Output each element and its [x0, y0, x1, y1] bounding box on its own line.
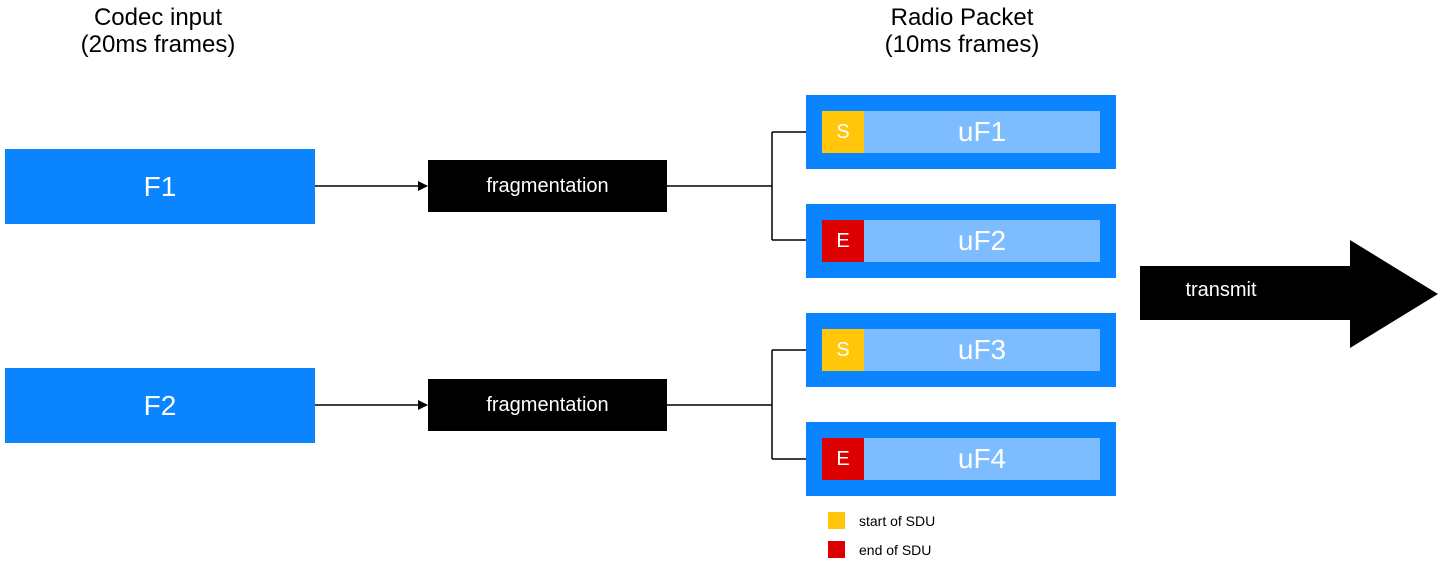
legend-label: end of SDU: [859, 541, 932, 558]
radio-packet-uf2: E uF2: [806, 204, 1116, 278]
packet-payload: E uF2: [822, 220, 1100, 262]
radio-packet-uf3: S uF3: [806, 313, 1116, 387]
start-flag: S: [822, 329, 864, 371]
fragmentation-block-2: fragmentation: [428, 379, 667, 431]
fragmentation-label: fragmentation: [486, 174, 609, 197]
start-flag: S: [822, 111, 864, 153]
codec-frame-f2: F2: [5, 368, 315, 443]
codec-frame-f1: F1: [5, 149, 315, 224]
codec-frame-label: F2: [143, 389, 177, 421]
legend-swatch-yellow: [828, 512, 845, 529]
packet-payload: S uF3: [822, 329, 1100, 371]
radio-packet-uf4: E uF4: [806, 422, 1116, 496]
transmit-arrow: [1140, 240, 1438, 348]
packet-label: uF2: [957, 225, 1007, 256]
radio-packet-subtitle: (10ms frames): [884, 31, 1040, 58]
packet-payload: S uF1: [822, 111, 1100, 153]
packet-label: uF3: [957, 334, 1007, 365]
packet-payload: E uF4: [822, 438, 1100, 480]
fragmentation-label: fragmentation: [486, 393, 609, 416]
codec-input-subtitle: (20ms frames): [80, 31, 236, 58]
packet-label: uF4: [957, 443, 1007, 474]
legend-end-of-sdu: end of SDU: [828, 541, 931, 558]
codec-input-title: Codec input: [93, 4, 223, 31]
radio-packet-uf1: S uF1: [806, 95, 1116, 169]
legend-start-of-sdu: start of SDU: [828, 512, 935, 529]
legend-swatch-red: [828, 541, 845, 558]
radio-packet-title: Radio Packet: [890, 4, 1034, 31]
legend-label: start of SDU: [859, 512, 936, 529]
codec-frame-label: F1: [143, 170, 177, 202]
radio-packet-header: Radio Packet (10ms frames): [860, 4, 1064, 58]
end-flag: E: [822, 220, 864, 262]
fragmentation-block-1: fragmentation: [428, 160, 667, 212]
codec-input-header: Codec input (20ms frames): [60, 4, 256, 58]
transmit-label: transmit: [1185, 279, 1257, 301]
end-flag: E: [822, 438, 864, 480]
packet-label: uF1: [957, 116, 1007, 147]
